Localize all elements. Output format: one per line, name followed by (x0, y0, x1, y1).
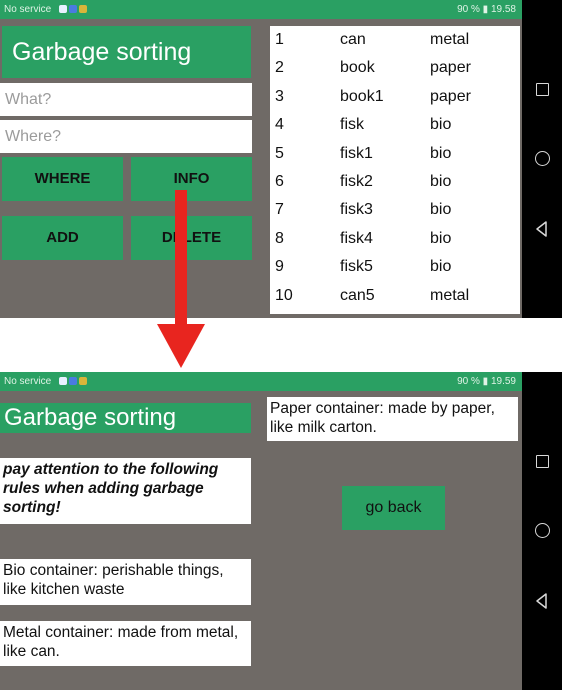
clock: 19.58 (490, 4, 516, 15)
table-row[interactable]: 1 can metal (270, 26, 520, 54)
table-row[interactable]: 9 fisk5 bio (270, 253, 520, 281)
garbage-table[interactable]: 1 can metal 2 book paper 3 book1 paper 4 fisk bio 5 f… (270, 26, 520, 314)
main-screen: No service 90 % ▮ 19.58 Garbage sorting … (0, 0, 562, 318)
cell-name: fisk5 (340, 258, 373, 276)
add-button[interactable]: ADD (2, 216, 123, 260)
table-row[interactable]: 3 book1 paper (270, 83, 520, 111)
cell-name: book1 (340, 87, 384, 105)
battery-percent: 90 % (457, 376, 480, 387)
cell-type: paper (430, 59, 471, 77)
status-bar: No service 90 % ▮ 19.59 (0, 372, 522, 391)
cell-id: 5 (275, 144, 284, 162)
cell-type: bio (430, 173, 452, 190)
app-title: Garbage sorting (0, 403, 251, 433)
where-button[interactable]: WHERE (2, 157, 123, 201)
recent-apps-icon[interactable] (532, 451, 552, 471)
battery-icon: ▮ (482, 376, 489, 387)
table-row[interactable]: 7 fisk3 bio (270, 196, 520, 224)
notification-icons (57, 0, 88, 19)
cell-type: bio (430, 229, 452, 247)
what-input[interactable] (0, 83, 252, 116)
table-row[interactable]: 10 can5 metal (270, 282, 520, 310)
where-input[interactable] (0, 120, 252, 153)
cell-type: bio (430, 144, 452, 162)
clock: 19.59 (490, 376, 516, 387)
status-bar: No service 90 % ▮ 19.58 (0, 0, 522, 19)
recent-apps-icon[interactable] (532, 79, 552, 99)
carrier-text: No service (4, 376, 52, 388)
cell-id: 8 (275, 229, 284, 247)
cell-name: fisk (340, 116, 364, 134)
info-button[interactable]: INFO (131, 157, 252, 201)
back-icon[interactable] (532, 219, 552, 239)
cell-name: can (340, 31, 366, 48)
cell-id: 1 (275, 31, 284, 48)
cell-type: bio (430, 258, 452, 276)
table-row[interactable]: 2 book paper (270, 54, 520, 82)
bio-container-info: Bio container: perishable things, like k… (0, 559, 251, 605)
home-icon[interactable] (532, 520, 552, 540)
delete-button[interactable]: DELETE (131, 216, 252, 260)
metal-container-info: Metal container: made from metal, like c… (0, 621, 251, 666)
carrier-text: No service (4, 4, 52, 16)
cell-id: 10 (275, 286, 293, 304)
cell-id: 7 (275, 201, 284, 219)
cell-type: bio (430, 201, 452, 219)
table-row[interactable]: 8 fisk4 bio (270, 225, 520, 253)
android-nav-bar (522, 372, 562, 690)
cell-type: metal (430, 286, 470, 304)
notification-icons (57, 372, 88, 391)
table-row[interactable]: 4 fisk bio (270, 111, 520, 139)
cell-name: book (340, 59, 375, 77)
cell-name: fisk2 (340, 173, 373, 190)
cell-id: 9 (275, 258, 284, 276)
cell-name: fisk4 (340, 229, 373, 247)
android-nav-bar (522, 0, 562, 318)
cell-type: bio (430, 116, 452, 134)
info-screen: No service 90 % ▮ 19.59 Garbage sorting … (0, 372, 562, 690)
go-back-button[interactable]: go back (342, 486, 445, 530)
app-title: Garbage sorting (2, 26, 251, 78)
table-row[interactable]: 6 fisk2 bio (270, 168, 520, 196)
home-icon[interactable] (532, 148, 552, 168)
cell-name: can5 (340, 286, 375, 304)
cell-id: 2 (275, 59, 284, 77)
rules-notice: pay attention to the following rules whe… (0, 458, 251, 524)
battery-percent: 90 % (457, 4, 480, 15)
back-icon[interactable] (532, 591, 552, 611)
separator (0, 318, 562, 372)
cell-id: 3 (275, 87, 284, 105)
cell-type: metal (430, 31, 470, 48)
table-row[interactable]: 5 fisk1 bio (270, 140, 520, 168)
paper-container-info: Paper container: made by paper, like mil… (267, 397, 518, 441)
cell-name: fisk3 (340, 201, 373, 219)
cell-name: fisk1 (340, 144, 373, 162)
cell-id: 6 (275, 173, 284, 190)
cell-type: paper (430, 87, 471, 105)
battery-icon: ▮ (482, 4, 489, 15)
cell-id: 4 (275, 116, 284, 134)
